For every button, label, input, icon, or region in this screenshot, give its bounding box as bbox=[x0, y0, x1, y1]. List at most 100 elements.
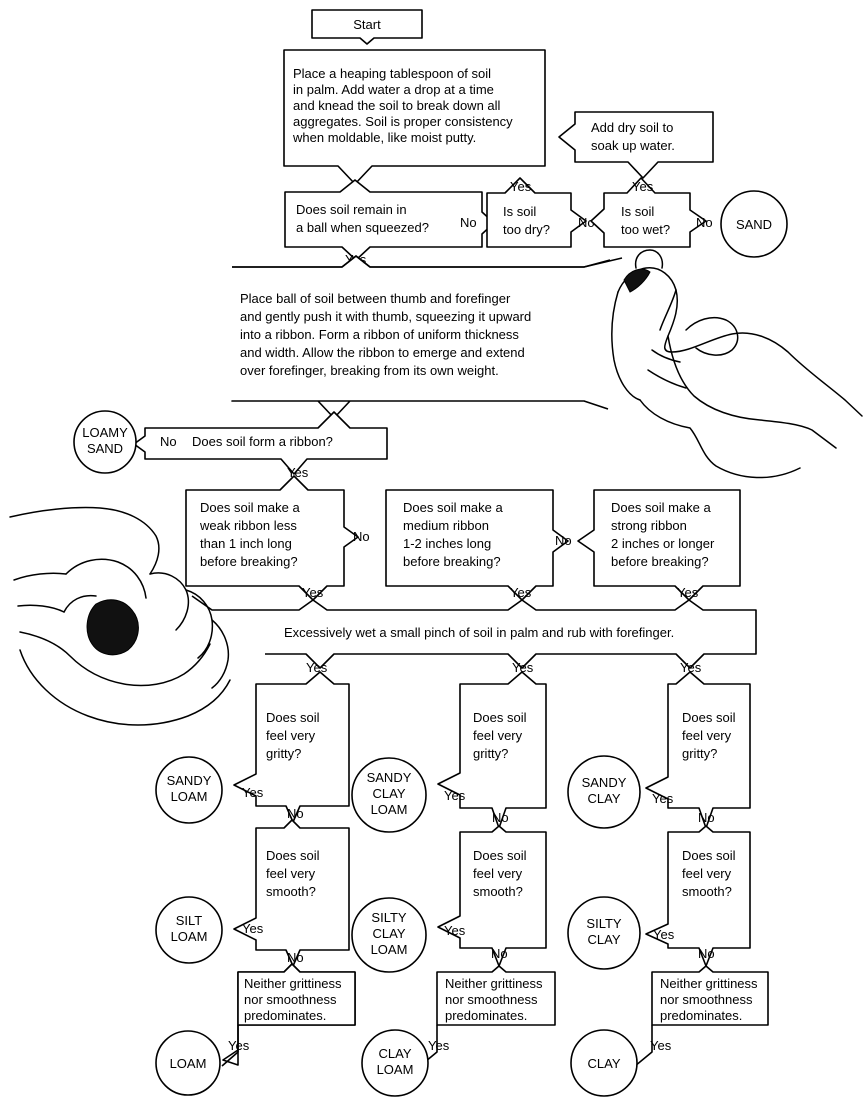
text-line: and gently push it with thumb, squeezing… bbox=[240, 309, 531, 324]
q-ball-no: No bbox=[460, 215, 477, 230]
text-line: LOAM bbox=[371, 802, 408, 817]
text-line: CLAY bbox=[373, 786, 406, 801]
text-line: SILTY bbox=[371, 910, 406, 925]
text-line: LOAMY bbox=[82, 425, 128, 440]
text-line: predominates. bbox=[244, 1008, 326, 1023]
result-sand: SAND bbox=[720, 190, 788, 258]
q-ribbon-yes: Yes bbox=[287, 465, 309, 480]
text-line: Does soil bbox=[473, 710, 527, 725]
col2-smooth-no: No bbox=[491, 946, 508, 961]
result-loam: LOAM bbox=[155, 1030, 221, 1096]
text-line: Does soil bbox=[266, 710, 320, 725]
text-line: LOAM bbox=[377, 1062, 414, 1077]
text-line: Neither grittiness bbox=[244, 976, 342, 991]
loam-label: LOAM bbox=[170, 1056, 207, 1071]
col1-neither-yes: Yes bbox=[228, 1038, 250, 1053]
text-line: feel very bbox=[682, 866, 732, 881]
text-line: feel very bbox=[473, 728, 523, 743]
text-line: too wet? bbox=[621, 222, 670, 237]
text-line: in palm. Add water a drop at a time bbox=[293, 82, 494, 97]
col2-neither-yes: Yes bbox=[428, 1038, 450, 1053]
col3-smooth-no: No bbox=[698, 946, 715, 961]
text-line: Is soil bbox=[621, 204, 654, 219]
text-line: SILTY bbox=[586, 916, 621, 931]
text-line: 2 inches or longer bbox=[611, 536, 715, 551]
text-line: Does soil bbox=[473, 848, 527, 863]
q-ribbon-no: No bbox=[160, 434, 177, 449]
col3-neither-yes: Yes bbox=[650, 1038, 672, 1053]
ribbon-instruction-text: Place ball of soil between thumb and for… bbox=[240, 291, 531, 378]
text-line: before breaking? bbox=[611, 554, 709, 569]
text-line: predominates. bbox=[660, 1008, 742, 1023]
q-medium-no: No bbox=[555, 533, 572, 548]
text-line: than 1 inch long bbox=[200, 536, 292, 551]
text-line: before breaking? bbox=[403, 554, 501, 569]
text-line: SANDY bbox=[367, 770, 412, 785]
text-line: nor smoothness bbox=[244, 992, 337, 1007]
q-ribbon-text: Does soil form a ribbon? bbox=[192, 434, 333, 449]
text-line: before breaking? bbox=[200, 554, 298, 569]
wet-yes-3: Yes bbox=[680, 660, 702, 675]
text-line: a ball when squeezed? bbox=[296, 220, 429, 235]
text-line: Does soil bbox=[682, 848, 736, 863]
text-line: strong ribbon bbox=[611, 518, 687, 533]
q-wet-yes: Yes bbox=[632, 179, 654, 194]
text-line: Does soil make a bbox=[200, 500, 300, 515]
q-medium-yes: Yes bbox=[510, 585, 532, 600]
text-line: smooth? bbox=[473, 884, 523, 899]
text-line: LOAM bbox=[371, 942, 408, 957]
col2-smooth-yes: Yes bbox=[444, 923, 466, 938]
col2-gritty-yes: Yes bbox=[444, 788, 466, 803]
text-line: Add dry soil to bbox=[591, 120, 673, 135]
text-line: and knead the soil to break down all bbox=[293, 98, 501, 113]
text-line: nor smoothness bbox=[445, 992, 538, 1007]
text-line: medium ribbon bbox=[403, 518, 489, 533]
wet-yes-2: Yes bbox=[512, 660, 534, 675]
text-line: too dry? bbox=[503, 222, 550, 237]
text-line: predominates. bbox=[445, 1008, 527, 1023]
text-line: CLAY bbox=[588, 791, 621, 806]
text-line: and width. Allow the ribbon to emerge an… bbox=[240, 345, 525, 360]
text-line: Place a heaping tablespoon of soil bbox=[293, 66, 491, 81]
text-line: gritty? bbox=[266, 746, 301, 761]
start-box: Start bbox=[311, 9, 423, 45]
hand-ribbon-illustration bbox=[611, 249, 863, 479]
wet-yes-1: Yes bbox=[306, 660, 328, 675]
text-line: aggregates. Soil is proper consistency bbox=[293, 114, 513, 129]
wet-instruction-box: Excessively wet a small pinch of soil in… bbox=[191, 595, 757, 675]
text-line: over forefinger, breaking from its own w… bbox=[240, 363, 499, 378]
col3-gritty-no: No bbox=[698, 810, 715, 825]
q-wet-no: No bbox=[696, 215, 713, 230]
text-line: SILT bbox=[176, 913, 203, 928]
text-line: soak up water. bbox=[591, 138, 675, 153]
col1-gritty-no: No bbox=[287, 806, 304, 821]
